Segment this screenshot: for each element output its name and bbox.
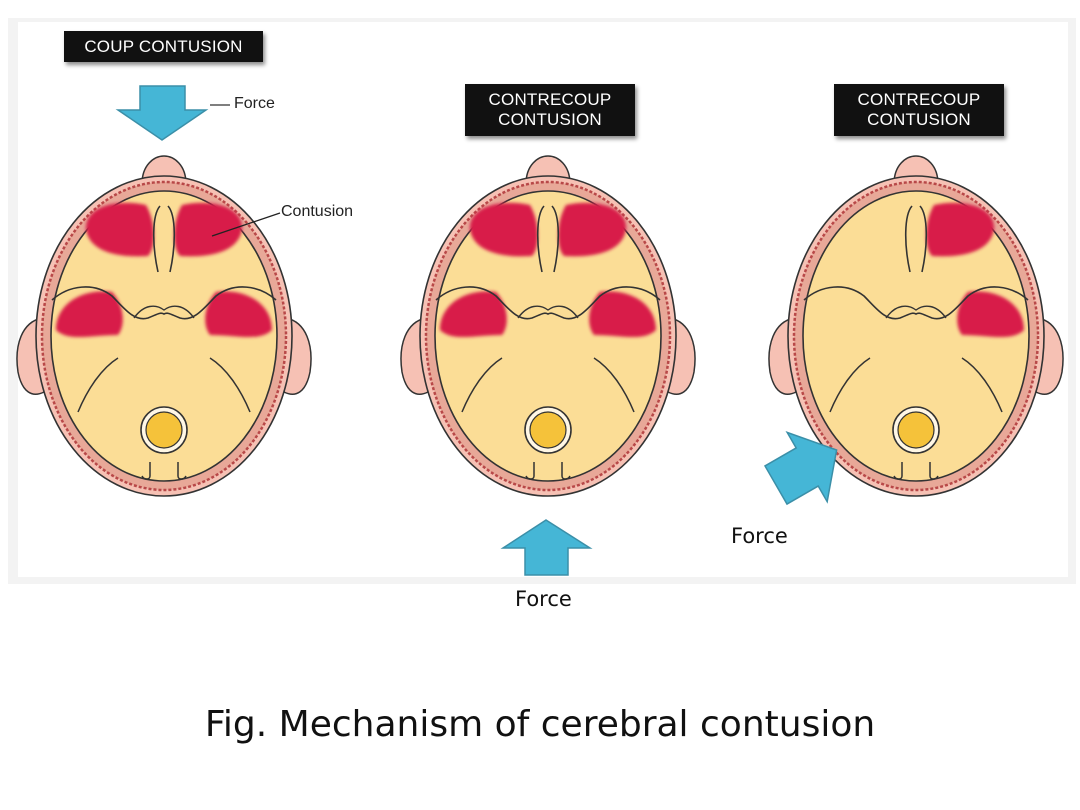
midline-fissure	[152, 205, 176, 273]
spinal-cord	[897, 411, 935, 449]
spinal-cord	[529, 411, 567, 449]
sphenoid-ridge	[435, 286, 661, 320]
contusion-label: Contusion	[281, 203, 354, 220]
contrecoup-oblique-title-label: CONTRECOUP CONTUSION	[834, 84, 1004, 136]
force-label-oblique: Force	[731, 524, 788, 548]
contrecoup-title-line2: CONTUSION	[498, 110, 602, 129]
contrecoup-oblique-title-line2: CONTUSION	[867, 110, 971, 129]
occipital-crest	[893, 462, 939, 480]
brain	[434, 190, 662, 482]
contusion-region	[56, 291, 123, 338]
force-label-coup: Force	[234, 95, 275, 112]
petrous-ridge	[209, 357, 251, 413]
head-coup	[16, 155, 312, 497]
contusion-region	[205, 291, 272, 338]
contusion-leader-line	[211, 212, 281, 237]
midline-fissure	[536, 205, 560, 273]
occipital-crest	[525, 462, 571, 480]
force-arrow-icon	[500, 519, 593, 576]
contusion-region	[926, 202, 995, 257]
petrous-ridge	[593, 357, 635, 413]
contusion-region	[174, 202, 243, 257]
force-arrow-icon	[763, 430, 838, 506]
petrous-ridge	[77, 357, 119, 413]
figure-caption: Fig. Mechanism of cerebral contusion	[204, 704, 876, 745]
sella-outline	[517, 305, 579, 319]
sella-outline	[133, 305, 195, 319]
sphenoid-ridge	[51, 286, 277, 320]
petrous-ridge	[961, 357, 1003, 413]
petrous-ridge	[829, 357, 871, 413]
occipital-crest	[141, 462, 187, 480]
force-label-contrecoup: Force	[515, 587, 572, 611]
contrecoup-oblique-title-line1: CONTRECOUP	[857, 90, 981, 109]
sphenoid-ridge	[803, 286, 1029, 320]
contusion-region	[469, 202, 538, 257]
head-contrecoup-oblique	[768, 155, 1064, 497]
contrecoup-title-line1: CONTRECOUP	[488, 90, 612, 109]
contusion-region	[85, 202, 154, 257]
brain	[50, 190, 278, 482]
contrecoup-title-label: CONTRECOUP CONTUSION	[465, 84, 635, 136]
contusion-region	[558, 202, 627, 257]
midline-fissure	[904, 205, 928, 273]
petrous-ridge	[461, 357, 503, 413]
head-contrecoup-rear	[400, 155, 696, 497]
sella-outline	[885, 305, 947, 319]
coup-title-label: COUP CONTUSION	[64, 31, 263, 62]
contusion-region	[589, 291, 656, 338]
force-arrow-icon	[115, 85, 209, 141]
contusion-region	[440, 291, 507, 338]
contusion-region	[957, 291, 1024, 338]
spinal-cord	[145, 411, 183, 449]
brain	[802, 190, 1030, 482]
